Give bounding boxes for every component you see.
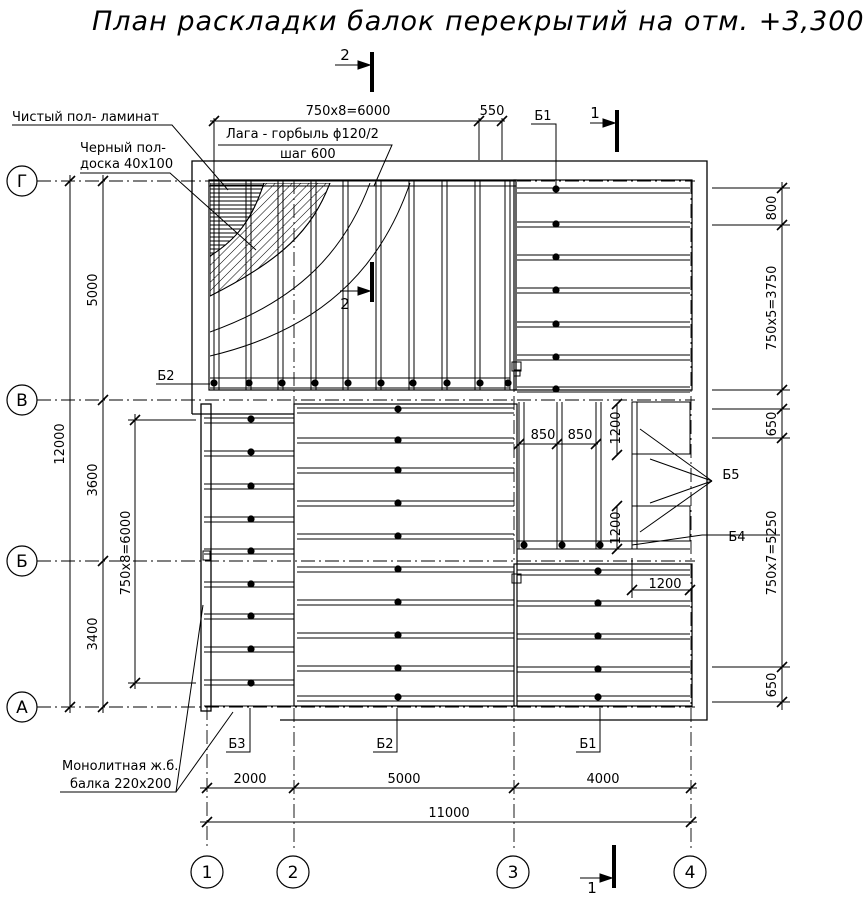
dim-right-4: 750х7=5250 [765,511,780,596]
section-2-mid: 2 [340,295,350,313]
callout-floor-finish: Чистый пол- ламинат [12,110,160,125]
dim-right-3: 650 [765,412,780,437]
axis-row-b: Б [16,552,28,572]
callout-joist-2: шаг 600 [280,147,336,162]
joists-right-middle [517,401,691,550]
dimension-ticks [64,115,788,828]
axis-col-1: 1 [202,863,213,883]
dim-col-span-1: 2000 [233,772,266,787]
beam-b1-top: Б1 [534,109,551,124]
callout-subfloor-2: доска 40х100 [80,157,173,172]
dim-right-1: 800 [765,196,780,221]
callout-subfloor-1: Черный пол- [80,141,166,156]
beam-fasteners [210,185,604,701]
beam-b5: Б5 [722,468,739,483]
beam-b2-left: Б2 [157,369,174,384]
joists-left [204,417,294,707]
column-markers [202,361,522,584]
dimension-lines [69,118,790,823]
dim-top-span: 750х8=6000 [306,104,391,119]
beam-b4: Б4 [728,530,745,545]
section-1-bottom: 1 [587,879,597,897]
dim-right-2: 750х5=3750 [765,266,780,351]
dim-left-inner: 750х8=6000 [119,511,134,596]
drawing-text: Г В Б А 1 2 3 4 2000 5000 4000 11000 500… [12,46,780,897]
dim-col-span-3: 4000 [586,772,619,787]
joists-top-right [517,187,690,393]
dim-right-5: 650 [765,673,780,698]
callout-mono-1: Монолитная ж.б. [62,759,178,774]
callout-joist-1: Лага - горбыль ϕ120/2 [226,127,379,142]
dim-top-gap: 550 [480,104,505,119]
floor-layers-cutaway [210,183,411,357]
beam-b2-bottom: Б2 [376,737,393,752]
section-marks [335,52,619,888]
dim-row-span-2: 3600 [86,463,101,496]
axis-row-g: Г [17,172,27,192]
axis-col-3: 3 [508,863,519,883]
leader-lines [12,123,780,793]
dim-opening-2: 850 [568,428,593,443]
dim-opening-h2: 1200 [609,511,624,544]
joists-center [297,407,514,702]
dim-col-span-2: 5000 [387,772,420,787]
dim-opening-1: 850 [531,428,556,443]
beam-b3: Б3 [228,737,245,752]
dim-opening-w: 1200 [648,577,681,592]
axis-grid-lines [37,180,695,850]
dim-row-total: 12000 [53,423,68,464]
building-outline [191,160,708,721]
axis-row-a: А [16,698,28,718]
section-1-top: 1 [590,104,600,122]
beam-b1-bottom: Б1 [579,737,596,752]
callout-mono-2: балка 220х200 [70,777,172,792]
axis-row-v: В [16,391,28,411]
drawing-title: План раскладки балок перекрытий на отм. … [92,6,865,37]
axis-bubbles [6,165,707,889]
dim-row-span-1: 5000 [86,273,101,306]
dim-opening-h1: 1200 [609,411,624,444]
axis-col-2: 2 [288,863,299,883]
joists-bottom-right [517,569,690,702]
section-2-top: 2 [340,46,350,64]
dim-col-total: 11000 [428,806,469,821]
dim-row-span-3: 3400 [86,617,101,650]
floor-beam-plan: Г В Б А 1 2 3 4 2000 5000 4000 11000 500… [6,46,790,897]
axis-col-4: 4 [685,863,696,883]
